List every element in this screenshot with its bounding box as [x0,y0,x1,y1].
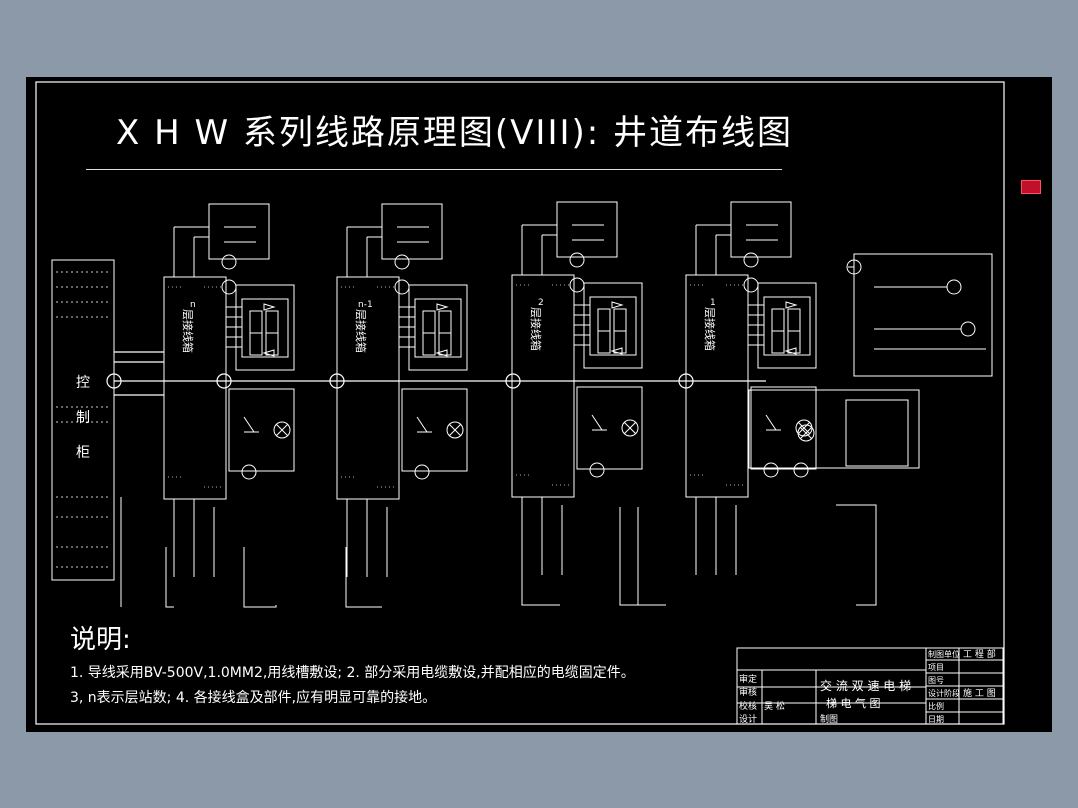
tb-right-value-4: 施 工 图 [963,687,996,699]
tb-right-label-2: 项目 [928,663,944,672]
tb-label-2: 审核 [739,686,757,698]
pit-wiring [120,497,877,608]
floor-unit-2 [511,201,643,576]
tb-right-value-1: 工 程 部 [963,648,996,660]
tb-label-1: 审定 [739,673,757,685]
title-block [736,647,1004,725]
control-cabinet: 控 制 柜 [51,259,115,581]
drawing-sheet: X H W 系列线路原理图(VIII): 井道布线图 控 制 柜 [26,77,1052,732]
sheet-border [35,81,1005,725]
tb-right-label-4: 设计阶段 [928,688,960,698]
tb-main-2: 梯 电 气 图 [826,696,881,710]
floor-box-prefix-n: n [190,300,196,310]
floor-box-prefix-n-1: n-1 [358,300,373,310]
drawing-title: X H W 系列线路原理图(VIII): 井道布线图 [116,113,794,153]
tb-main-1: 交 流 双 速 电 梯 [820,678,911,693]
floor-box-prefix-1: 1 [710,298,716,308]
floor-box-label-2: 层接线箱 [529,307,543,351]
note-line-1: 1. 导线采用BV-500V,1.0MM2,用线槽敷设; 2. 部分采用电缆敷设… [70,665,635,681]
floor-box-label-n: 层接线箱 [181,309,195,353]
tb-right-label-3: 图号 [928,676,944,685]
tb-right-label-6: 日期 [928,715,944,724]
viewcube-icon[interactable] [1021,180,1041,194]
limit-switch-panel [748,253,993,478]
floor-unit-n-1 [336,203,468,578]
floor-box-prefix-2: 2 [538,298,544,308]
wiring-diagram: 控 制 柜 [35,81,1005,725]
floor-unit-n [163,203,295,578]
cabinet-label-1: 控 [76,375,90,391]
notes-heading: 说明: [70,625,131,655]
tb-label-3: 校核 [739,700,757,712]
floor-box-label-1: 层接线箱 [703,307,717,351]
floor-box-label-n-1: 层接线箱 [354,309,368,353]
note-line-2: 3, n表示层站数; 4. 各接线盒及部件,应有明显可靠的接地。 [70,690,437,706]
cabinet-label-2: 制 [76,410,90,426]
title-underline [86,169,782,170]
tb-right-label-1: 制图单位 [928,649,960,659]
tb-label-4: 设计 [739,713,757,725]
cabinet-label-3: 柜 [76,445,90,461]
floor-unit-1 [685,201,817,576]
tb-right-label-5: 比例 [928,701,944,711]
tb-checker: 吴 松 [764,700,785,712]
tb-drafter: 制图 [820,713,838,725]
